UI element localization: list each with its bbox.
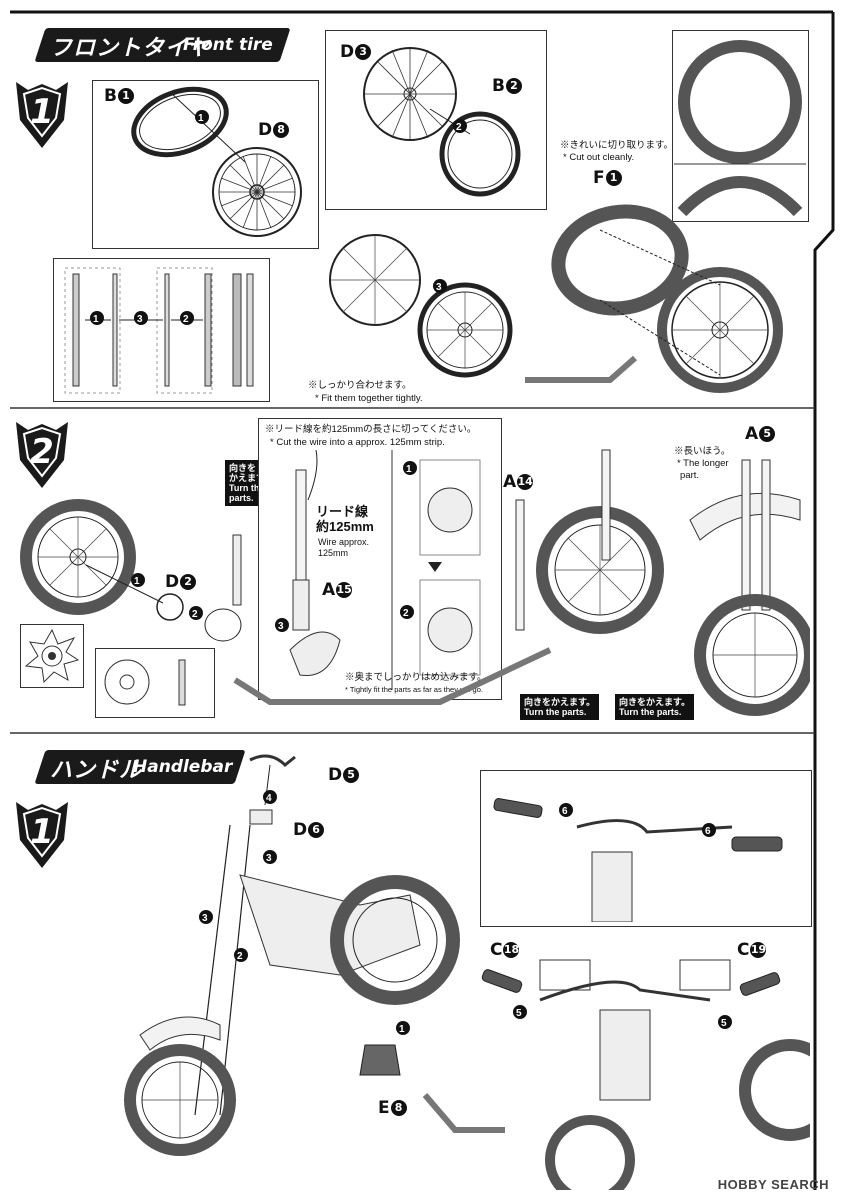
tight-fit-note-en: * Tightly fit the parts as far as they w… — [345, 685, 483, 694]
wire-label-jp: リード線 — [316, 504, 369, 519]
svg-text:5: 5 — [721, 1018, 727, 1029]
rim-and-wheel-illustration: 1 — [131, 86, 302, 237]
wire-note-jp: ※リード線を約125mmの長さに切ってください。 — [265, 424, 477, 435]
hub-side-detail-icon — [104, 659, 186, 706]
svg-text:3: 3 — [278, 621, 284, 632]
step-badge-icon — [16, 422, 68, 488]
step-badge-icon — [16, 82, 68, 148]
tight-fit-note-jp: ※奥までしっかりはめ込みます。 — [345, 672, 487, 683]
svg-text:2: 2 — [183, 314, 189, 325]
flow-arrow-2 — [233, 647, 552, 705]
svg-text:1: 1 — [399, 1024, 405, 1035]
step-badge-1: 1 — [14, 80, 70, 150]
svg-text:2: 2 — [403, 608, 409, 619]
part-label-a14: A14 — [503, 472, 534, 492]
wire-label-en: Wire approx. — [318, 537, 370, 547]
svg-text:3: 3 — [436, 282, 442, 293]
assembled-wheel-illustration: 3 — [329, 234, 513, 378]
svg-text:2: 2 — [192, 609, 198, 620]
flow-arrow-1 — [525, 355, 637, 383]
step-number: 1 — [30, 812, 54, 852]
step-badge-1b: 1 — [14, 800, 70, 870]
part-label-c18: C18 — [490, 940, 520, 960]
part-label-c19: C19 — [737, 940, 767, 960]
svg-text:3: 3 — [202, 913, 208, 924]
spokes-and-rim-illustration: 2 — [363, 47, 521, 197]
wire-label-jp2: 約125mm — [316, 519, 374, 534]
cut-note-jp: ※きれいに切り取ります。 — [560, 140, 674, 151]
turn-parts-tag-3: 向きをかえます。Turn the parts. — [615, 694, 695, 720]
handlebar-front-illustration: 5 5 — [481, 959, 810, 1190]
front-tire-title-en: Front tire — [183, 35, 273, 55]
step-number: 2 — [30, 432, 54, 472]
wire-fork-illustration: 3 1 2 — [275, 450, 481, 690]
longer-note-en2: part. — [680, 470, 700, 481]
svg-text:1: 1 — [93, 314, 99, 325]
svg-text:6: 6 — [705, 826, 711, 837]
watermark: HOBBY SEARCH — [717, 1177, 829, 1192]
hub-detail-icon — [24, 628, 80, 684]
step-number: 1 — [30, 92, 54, 132]
front-tire-title-jp: フロントタイヤ — [50, 36, 211, 61]
longer-note-en: * The longer — [677, 458, 729, 469]
front-wheel-illustration: 1 2 — [20, 499, 242, 642]
wire-label-en2: 125mm — [318, 548, 349, 558]
svg-text:1: 1 — [134, 576, 140, 587]
turn-parts-tag-2: 向きをかえます。Turn the parts. — [520, 694, 600, 720]
step-badge-icon — [16, 802, 68, 868]
svg-text:3: 3 — [137, 314, 143, 325]
svg-text:6: 6 — [562, 806, 568, 817]
wire-note-en: * Cut the wire into a approx. 125mm stri… — [270, 437, 445, 448]
handlebar-grips-illustration: 6 6 — [493, 798, 783, 922]
wheel-with-fork-illustration — [515, 449, 664, 634]
svg-text:5: 5 — [516, 1008, 522, 1019]
svg-text:2: 2 — [456, 122, 462, 133]
fit-note-jp: ※しっかり合わせます。 — [308, 380, 412, 391]
fit-note-en: * Fit them together tightly. — [315, 393, 423, 404]
svg-text:4: 4 — [266, 793, 272, 804]
tire-detail-illustration — [674, 40, 806, 217]
step-badge-2: 2 — [14, 420, 70, 490]
cut-note-en: * Cut out cleanly. — [563, 152, 635, 163]
svg-text:1: 1 — [198, 113, 204, 124]
motorcycle-illustration: 4 3 3 2 1 — [124, 754, 460, 1156]
handlebar-title-jp: ハンドル — [50, 758, 143, 783]
flow-arrow-3 — [422, 1093, 505, 1133]
svg-text:2: 2 — [237, 951, 243, 962]
svg-text:1: 1 — [406, 464, 412, 475]
fender-assembly-illustration — [689, 459, 810, 716]
svg-text:3: 3 — [266, 853, 272, 864]
part-label-a15: A15 — [322, 580, 353, 600]
tire-assembly-illustration — [551, 204, 783, 393]
cross-section-illustration: 1 3 2 — [64, 267, 254, 394]
handlebar-title-en: Handlebar — [133, 757, 233, 777]
longer-note-jp: ※長いほう。 — [674, 446, 731, 457]
